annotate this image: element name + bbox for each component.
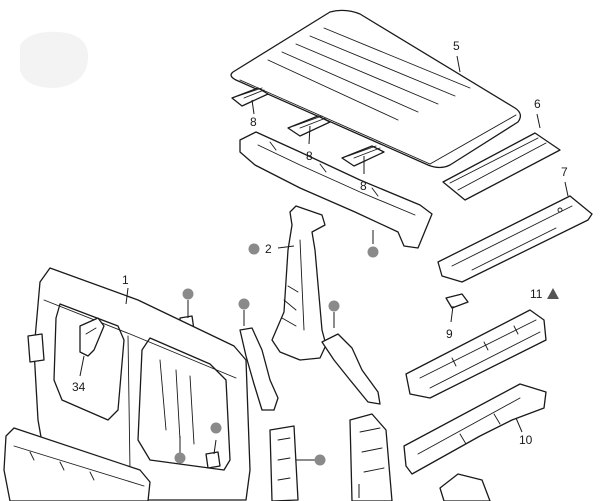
background-smudge	[20, 31, 89, 88]
callout-34: 34	[72, 380, 86, 394]
marker-dots	[174, 243, 379, 466]
marker-dot	[248, 243, 260, 255]
roof-bow-middle	[287, 115, 331, 137]
callout-7: 7	[561, 165, 568, 179]
marker-dot	[238, 298, 250, 310]
triangle-marker-icon	[547, 288, 559, 299]
marker-dot	[328, 300, 340, 312]
small-clip	[205, 451, 221, 469]
pillar-reinforcement-right	[321, 333, 381, 405]
callout-2: 2	[265, 242, 272, 256]
cowl-panel	[437, 195, 593, 283]
marker-dot	[174, 452, 186, 464]
callout-5: 5	[453, 39, 460, 53]
door-pillar-inner	[349, 413, 393, 501]
callout-8-middle: 8	[306, 149, 313, 163]
lower-pillar-bracket	[269, 425, 299, 501]
marker-dot	[314, 454, 326, 466]
floor-crossmember	[405, 309, 547, 399]
roof-bow-left	[231, 87, 269, 107]
leader-lines	[79, 55, 569, 498]
callout-11: 11	[530, 287, 543, 301]
roof-bow-right	[341, 145, 385, 167]
rocker-panel	[3, 427, 151, 501]
clip-part	[445, 293, 469, 309]
side-member	[403, 383, 547, 475]
marker-dot	[210, 422, 222, 434]
callout-8-left: 8	[250, 115, 257, 129]
callout-6: 6	[534, 97, 541, 111]
roof-panel	[230, 9, 522, 169]
b-pillar	[271, 205, 327, 361]
callout-1: 1	[122, 273, 129, 287]
callout-10: 10	[519, 433, 533, 447]
marker-dot	[182, 288, 194, 300]
pillar-reinforcement-left	[239, 327, 279, 411]
callout-8-right: 8	[360, 179, 367, 193]
quarter-bracket	[79, 317, 105, 357]
callout-labels: 5 6 7 8 8 8 2 1 11 9 34 10	[72, 39, 568, 447]
callout-9: 9	[446, 327, 453, 341]
marker-dot	[367, 246, 379, 258]
lower-bracket-fragment	[439, 473, 491, 501]
front-roof-header-panel	[442, 132, 561, 201]
roof-side-rail	[239, 131, 433, 249]
